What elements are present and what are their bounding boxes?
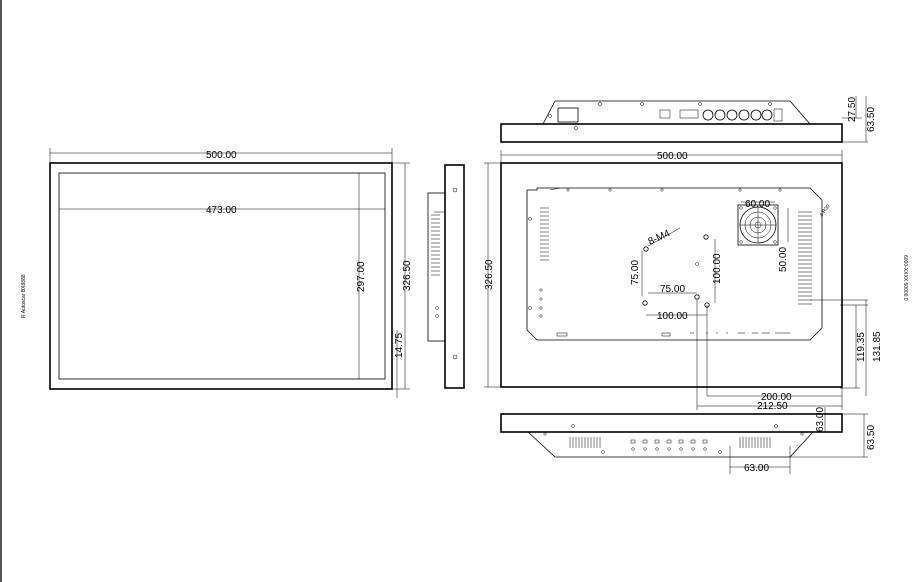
rear-connector-marks [556, 332, 790, 337]
front-view: 500.00 473.00 297.00 326.50 14.75 R Auto… [21, 148, 413, 398]
corner-note: 4-R30 [819, 203, 832, 218]
top-view: 27.50 63.50 [500, 96, 877, 143]
front-width-label: 500.00 [206, 150, 237, 161]
vesa-small-v-label: 75.00 [630, 260, 641, 285]
bottom-depth2-label: 63.50 [866, 425, 877, 450]
fan-icon [737, 204, 779, 246]
mount-h1-label: 119.35 [856, 332, 867, 362]
mount-h2-label: 131.85 [872, 331, 883, 362]
right-side-note: 6000-XXXX 50000.0 [902, 255, 908, 301]
rear-width-label: 500.00 [657, 151, 688, 162]
holes-label: 8-M4 [647, 228, 673, 248]
vesa-large-h-label: 100.00 [657, 311, 688, 322]
front-inner-height-label: 297.00 [356, 261, 367, 292]
fan-height-label: 50.00 [778, 247, 789, 272]
bottom-view: 63.00 63.00 63.50 [500, 407, 877, 474]
side-view [427, 164, 465, 389]
top-depth2-label: 63.50 [866, 107, 877, 132]
bottom-depth1-label: 63.00 [815, 407, 826, 432]
side-vent [431, 214, 440, 276]
rear-right-vent [798, 211, 812, 305]
rear-left-vent [540, 207, 549, 261]
bottom-left-vent [569, 437, 601, 448]
fan-width-label: 60.00 [745, 199, 770, 210]
front-inner-width-label: 473.00 [206, 205, 237, 216]
rear-height-label: 326.50 [484, 259, 495, 290]
bottom-vent-width-label: 63.00 [744, 463, 769, 474]
rear-view: 500.00 326.50 [484, 150, 883, 412]
bottom-buttons [630, 439, 708, 451]
top-depth1-label: 27.50 [847, 97, 858, 122]
front-height-label: 326.50 [402, 260, 413, 291]
bottom-right-vent [739, 437, 771, 448]
vesa-large-v-label: 100.00 [712, 253, 723, 284]
front-side-note: R Autoscar BX8888 [21, 274, 27, 318]
vesa-small-h-label: 75.00 [660, 284, 685, 295]
front-bottom-margin-label: 14.75 [394, 333, 405, 358]
mount-w2-label: 212.50 [757, 401, 788, 412]
mount-w1-label: 200.00 [761, 392, 792, 403]
